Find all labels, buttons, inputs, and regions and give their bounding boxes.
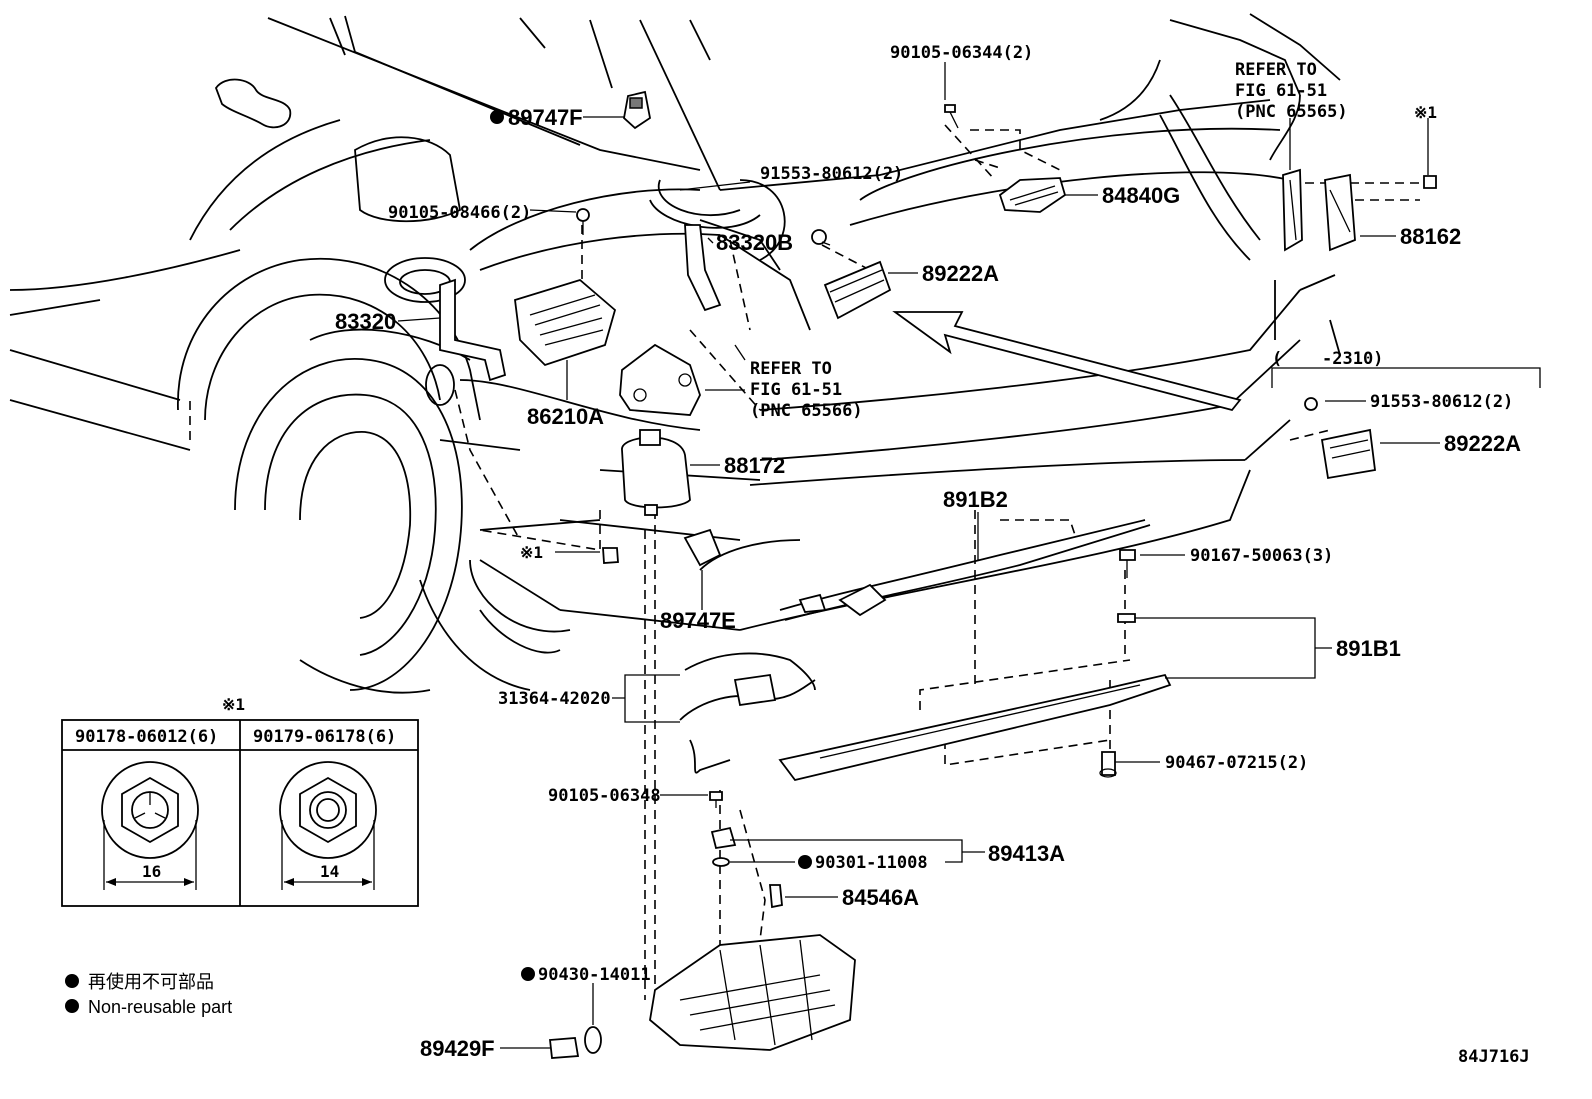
label-refer2-line2[interactable]: FIG 61-51 [750, 380, 842, 400]
filled-circle-icon [65, 974, 79, 988]
label-88162[interactable]: 88162 [1400, 224, 1461, 249]
label-89429F[interactable]: 89429F [420, 1036, 495, 1061]
label-89222A-right[interactable]: 89222A [1444, 431, 1521, 456]
label-refer1-line1[interactable]: REFER TO [1235, 60, 1317, 80]
part-86210A-shape [514, 278, 617, 367]
reference-mark-icon: ※1 [520, 543, 543, 562]
label-90105-06348[interactable]: 90105-06348 [548, 786, 661, 806]
legend-en: Non-reusable part [88, 997, 232, 1017]
vehicle-body-outline [9, 13, 1341, 694]
nut-table: ※1 90178-06012(6) 90179-06178(6) 16 [61, 695, 419, 907]
label-90167-50063[interactable]: 90167-50063(3) [1190, 546, 1333, 566]
part-bracket-shape [619, 343, 701, 416]
label-891B2[interactable]: 891B2 [943, 487, 1008, 512]
label-bracket-left[interactable]: ( [1272, 349, 1282, 369]
part-labels: 89747F 90105-06344(2) REFER TO FIG 61-51… [335, 43, 1530, 1067]
filled-circle-icon [65, 999, 79, 1013]
label-bracket-right[interactable]: -2310) [1322, 349, 1383, 369]
label-91553-80612-right[interactable]: 91553-80612(2) [1370, 392, 1513, 412]
part-89429F-shape [549, 1037, 580, 1059]
label-83320[interactable]: 83320 [335, 309, 396, 334]
part-83320-shape [439, 278, 507, 382]
label-90430-14011[interactable]: 90430-14011 [538, 965, 651, 985]
label-89747E[interactable]: 89747E [660, 608, 736, 633]
label-891B1[interactable]: 891B1 [1336, 636, 1401, 661]
label-84840G[interactable]: 84840G [1102, 183, 1180, 208]
part-83320B-shape [684, 224, 722, 312]
nut-90178-icon [101, 761, 199, 890]
diagram-code: 84J716J [1458, 1047, 1530, 1067]
legend: 再使用不可部品 Non-reusable part [65, 972, 232, 1017]
label-refer1-line2[interactable]: FIG 61-51 [1235, 81, 1327, 101]
non-reusable-bullet-icon [521, 967, 535, 981]
non-reusable-bullet-icon [798, 855, 812, 869]
label-86210A[interactable]: 86210A [527, 404, 604, 429]
view-direction-arrow [892, 311, 1242, 412]
part-88172-shape [621, 436, 691, 509]
leader-lines [397, 62, 1541, 1049]
label-90467-07215[interactable]: 90467-07215(2) [1165, 753, 1308, 773]
part-84546A-shape [769, 884, 783, 909]
label-89413A[interactable]: 89413A [988, 841, 1065, 866]
label-83320B[interactable]: 83320B [716, 230, 793, 255]
part-891B1-shape [778, 673, 1172, 782]
label-refer2-line1[interactable]: REFER TO [750, 359, 832, 379]
parts [439, 90, 1437, 1059]
label-84546A[interactable]: 84546A [842, 885, 919, 910]
assembly-dashed-lines [454, 124, 1420, 1010]
part-31364-shape [684, 652, 816, 691]
table-reference-mark: ※1 [222, 695, 245, 714]
part-89222A-top-shape [823, 260, 892, 320]
label-88172[interactable]: 88172 [724, 453, 785, 478]
label-refer1-line3[interactable]: (PNC 65565) [1235, 102, 1348, 122]
table-col2-dimension[interactable]: 14 [320, 862, 339, 881]
label-refer2-line3[interactable]: (PNC 65566) [750, 401, 863, 421]
part-84840G-shape [998, 177, 1067, 213]
label-90301-11008[interactable]: 90301-11008 [815, 853, 928, 873]
part-89413A-shape [710, 826, 737, 850]
table-col1-header[interactable]: 90178-06012(6) [75, 727, 218, 747]
part-transmission-shape [649, 934, 856, 1051]
label-89222A-top[interactable]: 89222A [922, 261, 999, 286]
label-31364-42020[interactable]: 31364-42020 [498, 689, 611, 709]
label-90105-08466[interactable]: 90105-08466(2) [388, 203, 531, 223]
label-89747F[interactable]: 89747F [508, 105, 583, 130]
table-col2-header[interactable]: 90179-06178(6) [253, 727, 396, 747]
nut-90179-icon [279, 761, 377, 890]
table-col1-dimension[interactable]: 16 [142, 862, 161, 881]
legend-jp: 再使用不可部品 [88, 972, 214, 992]
label-91553-80612-top[interactable]: 91553-80612(2) [760, 164, 903, 184]
non-reusable-bullet-icon [490, 110, 504, 124]
reference-mark-icon: ※1 [1414, 103, 1437, 122]
label-90105-06344[interactable]: 90105-06344(2) [890, 43, 1033, 63]
part-89747E-shape [683, 528, 722, 567]
